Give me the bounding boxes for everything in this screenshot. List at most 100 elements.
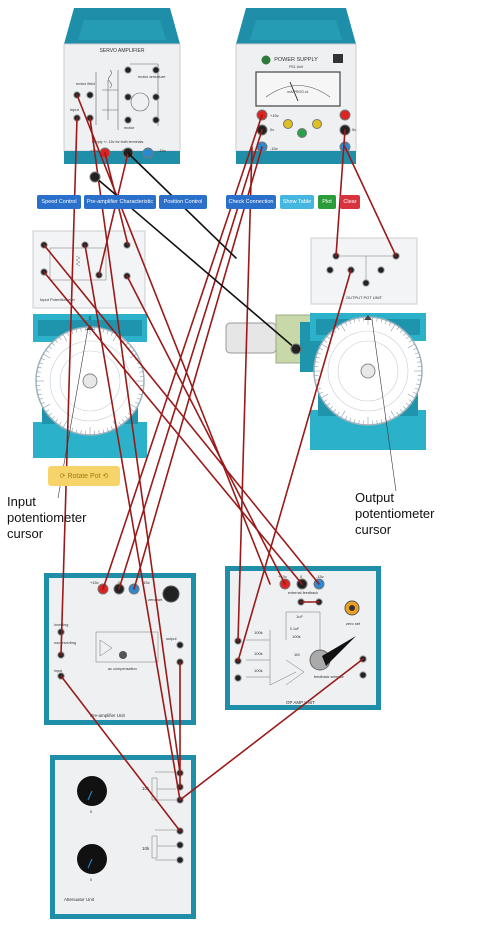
input-pot-knob[interactable] bbox=[82, 373, 98, 389]
wire bbox=[344, 146, 397, 257]
opamp-label-100k-a: 100k bbox=[254, 630, 263, 635]
dial-tick bbox=[406, 402, 410, 406]
show-table-button[interactable]: Show Table bbox=[280, 195, 314, 209]
annotation-line: potentiometer bbox=[355, 506, 435, 521]
dial-tick bbox=[66, 331, 70, 336]
output-cursor-annotation: Output potentiometer cursor bbox=[355, 490, 435, 538]
servo-label-motor-armature: motor armature bbox=[138, 74, 166, 79]
wire bbox=[102, 114, 263, 590]
servo-label-input: input bbox=[70, 107, 80, 112]
power-supply-terminals[interactable] bbox=[256, 109, 351, 153]
attenuator-zero-a: 0 bbox=[90, 809, 93, 814]
preamp-title: Pre-amplifier Unit bbox=[90, 713, 126, 718]
preamp-label-plus15: +15v bbox=[90, 580, 99, 585]
preamp-label-input: input bbox=[54, 669, 63, 673]
dial-tick bbox=[130, 409, 135, 413]
dial-tick bbox=[36, 371, 41, 373]
opamp-label-zero: 0 bbox=[300, 574, 303, 579]
dial-tick bbox=[129, 403, 137, 409]
servo-terminals[interactable] bbox=[73, 66, 160, 159]
preamp-characteristic-button[interactable]: Pre-amplifier Characteristic bbox=[84, 195, 156, 209]
dial-tick bbox=[118, 421, 122, 426]
opamp-label-100k-b: 100k bbox=[254, 651, 263, 656]
speed-control-button[interactable]: Speed Control bbox=[37, 195, 81, 209]
attenuator-label-10k-b: 10k bbox=[142, 846, 150, 851]
dial-tick bbox=[413, 347, 418, 351]
output-pot-terminals[interactable] bbox=[326, 252, 400, 287]
dial-tick bbox=[314, 379, 319, 381]
opamp-label-minus15: -15v bbox=[316, 574, 324, 579]
dial-tick bbox=[406, 336, 410, 340]
dial-tick bbox=[380, 318, 383, 323]
opamp-label-ext-feedback: external feedback bbox=[288, 591, 318, 595]
ps-label-plus15: +15v bbox=[270, 113, 279, 118]
dial-tick bbox=[110, 426, 114, 431]
output-pot-knob[interactable] bbox=[360, 363, 376, 379]
input-cursor-annotation: Input potentiometer cursor bbox=[7, 494, 87, 542]
wire bbox=[179, 658, 364, 801]
preamp-label-ac-comp: ac compensation bbox=[108, 667, 137, 671]
dial-tick bbox=[380, 419, 383, 424]
motor-body bbox=[225, 322, 277, 354]
attenuator-terminals[interactable] bbox=[176, 769, 184, 864]
annotation-line: cursor bbox=[355, 522, 392, 537]
dial-tick bbox=[413, 391, 418, 395]
dial-tick bbox=[40, 357, 45, 361]
output-pot-cursor-icon bbox=[364, 315, 372, 320]
preamp-ac-switch[interactable] bbox=[119, 651, 127, 659]
dial-tick bbox=[75, 328, 78, 333]
dial-tick bbox=[326, 336, 330, 340]
power-switch-icon[interactable] bbox=[333, 54, 343, 63]
opamp-label-feedback-selector: feedback selector bbox=[314, 675, 344, 679]
dial-tick bbox=[399, 409, 403, 413]
wire bbox=[84, 244, 181, 801]
wire bbox=[335, 129, 346, 257]
dial-tick bbox=[403, 332, 407, 336]
dial-tick bbox=[58, 421, 62, 426]
meter-label: mA/PROG.x1 bbox=[287, 90, 308, 94]
preamp-label-zero: 0 bbox=[118, 580, 121, 585]
servo-amp-title: SERVO AMPLIFIER bbox=[100, 48, 145, 54]
output-pot-scale bbox=[314, 317, 422, 425]
dial-tick bbox=[80, 430, 82, 435]
dial-tick bbox=[323, 339, 328, 343]
dial-tick bbox=[349, 320, 352, 325]
annotation-line: cursor bbox=[7, 526, 44, 541]
dial-tick bbox=[323, 399, 328, 403]
dial-tick bbox=[106, 427, 109, 432]
dial-tick bbox=[37, 393, 42, 396]
dial-tick bbox=[318, 391, 323, 395]
check-connection-button[interactable]: Check Connection bbox=[226, 195, 276, 209]
preamp-terminals[interactable] bbox=[57, 583, 184, 680]
dial-tick bbox=[37, 366, 42, 369]
opamp-label-100k-c: 100k bbox=[254, 668, 263, 673]
dial-ring bbox=[49, 340, 131, 422]
dial-tick bbox=[138, 366, 143, 369]
dial-tick bbox=[407, 343, 415, 349]
dial-tick bbox=[353, 419, 356, 424]
servo-label-motor-field: motor field bbox=[76, 81, 95, 86]
dial-tick bbox=[353, 318, 356, 323]
plot-button[interactable]: Plot bbox=[318, 195, 336, 209]
dial-tick bbox=[39, 397, 44, 400]
dial-tick bbox=[390, 410, 396, 418]
clear-button[interactable]: Clear bbox=[340, 195, 360, 209]
dial-tick bbox=[75, 429, 78, 434]
power-supply-unit: POWER SUPPLY PS1 Unit mA/PROG.x1 +15v 0v… bbox=[235, 8, 357, 164]
output-pot-title: OUTPUT POT UNIT bbox=[346, 295, 383, 300]
dial-tick bbox=[43, 403, 51, 409]
opamp-label-plus15: +15v bbox=[278, 574, 287, 579]
dial-tick bbox=[414, 387, 419, 390]
position-control-button[interactable]: Position Control bbox=[159, 195, 207, 209]
dial-tick bbox=[314, 361, 319, 363]
dial-tick bbox=[45, 409, 50, 413]
dial-tick bbox=[358, 420, 360, 425]
dial-tick bbox=[376, 317, 378, 322]
rotate-pot-button[interactable]: ⟳ Rotate Pot ⟲ bbox=[48, 466, 120, 486]
servo-label-supply: supply +/- 15v for both terminals bbox=[92, 140, 143, 144]
dial-tick bbox=[336, 411, 340, 416]
output-cursor-pointer bbox=[371, 319, 397, 492]
dial-tick bbox=[55, 419, 59, 423]
black-wire-end[interactable] bbox=[89, 171, 101, 183]
motor-terminal[interactable] bbox=[290, 343, 302, 355]
